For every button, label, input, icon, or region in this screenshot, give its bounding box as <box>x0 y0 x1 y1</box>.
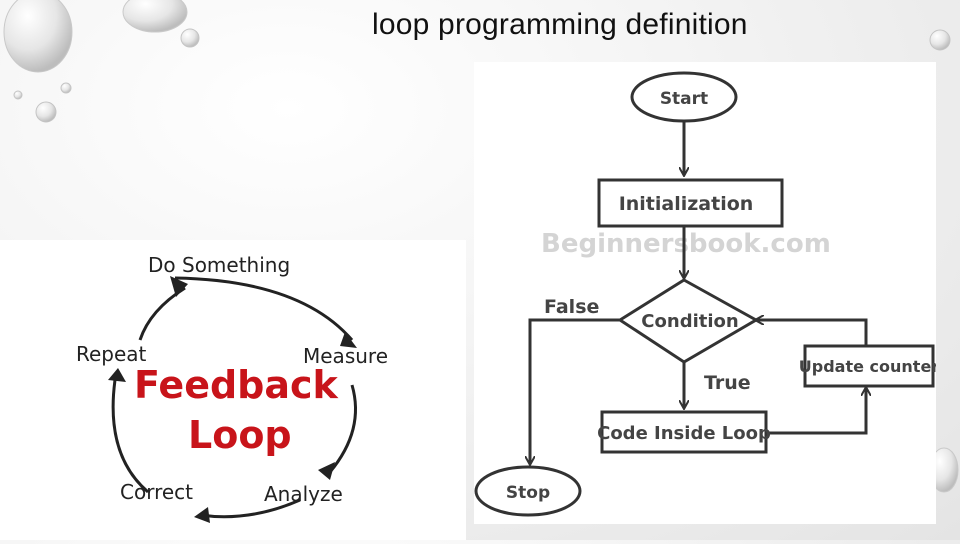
true-label: True <box>704 372 751 394</box>
arrowhead-analyze <box>318 462 335 480</box>
arrowhead-repeat <box>108 368 126 382</box>
connector-code-to-update <box>766 388 866 435</box>
connector-false-to-stop <box>530 318 620 464</box>
node-initialization <box>597 178 784 228</box>
feedback-loop-title-line1: Feedback <box>134 363 339 407</box>
node-start <box>630 71 738 123</box>
node-update-counter <box>803 344 935 388</box>
node-stop <box>474 465 582 517</box>
feedback-loop-panel: Do Something Measure Repeat Analyze Corr… <box>0 240 466 540</box>
step-analyze: Analyze <box>264 482 343 506</box>
node-code-inside-loop-label: Code Inside Loop <box>597 423 771 444</box>
cycle-arc-top-right <box>174 276 354 341</box>
feedback-loop-title-line2: Loop <box>188 413 292 457</box>
watermark: Beginnersbook.com <box>541 229 831 259</box>
node-condition <box>617 278 760 364</box>
node-code-inside-loop <box>600 410 768 454</box>
cycle-arc-top-left <box>138 286 186 341</box>
node-initialization-label: Initialization <box>619 193 754 215</box>
step-do-something: Do Something <box>148 253 290 277</box>
node-condition-label: Condition <box>641 311 738 332</box>
arrowhead-correct <box>194 507 210 523</box>
arrowhead-measure <box>340 332 357 348</box>
node-start-label: Start <box>660 89 708 109</box>
cycle-arc-bottom <box>199 498 301 519</box>
node-stop-label: Stop <box>506 483 550 503</box>
step-repeat: Repeat <box>76 342 147 366</box>
false-label: False <box>544 296 599 318</box>
node-update-counter-label: Update counter <box>799 357 936 376</box>
cycle-arc-left <box>111 379 149 494</box>
feedback-loop-diagram: Do Something Measure Repeat Analyze Corr… <box>76 253 388 523</box>
arrowhead-do-something <box>170 276 188 297</box>
slide-title: loop programming definition <box>372 8 748 41</box>
connector-update-to-condition <box>756 320 868 345</box>
step-correct: Correct <box>120 480 193 504</box>
loop-flowchart: Beginnersbook.com Start Initialization C… <box>474 71 939 517</box>
loop-flowchart-panel: Beginnersbook.com Start Initialization C… <box>474 62 939 524</box>
step-measure: Measure <box>303 344 388 368</box>
cycle-arc-right <box>328 384 357 473</box>
